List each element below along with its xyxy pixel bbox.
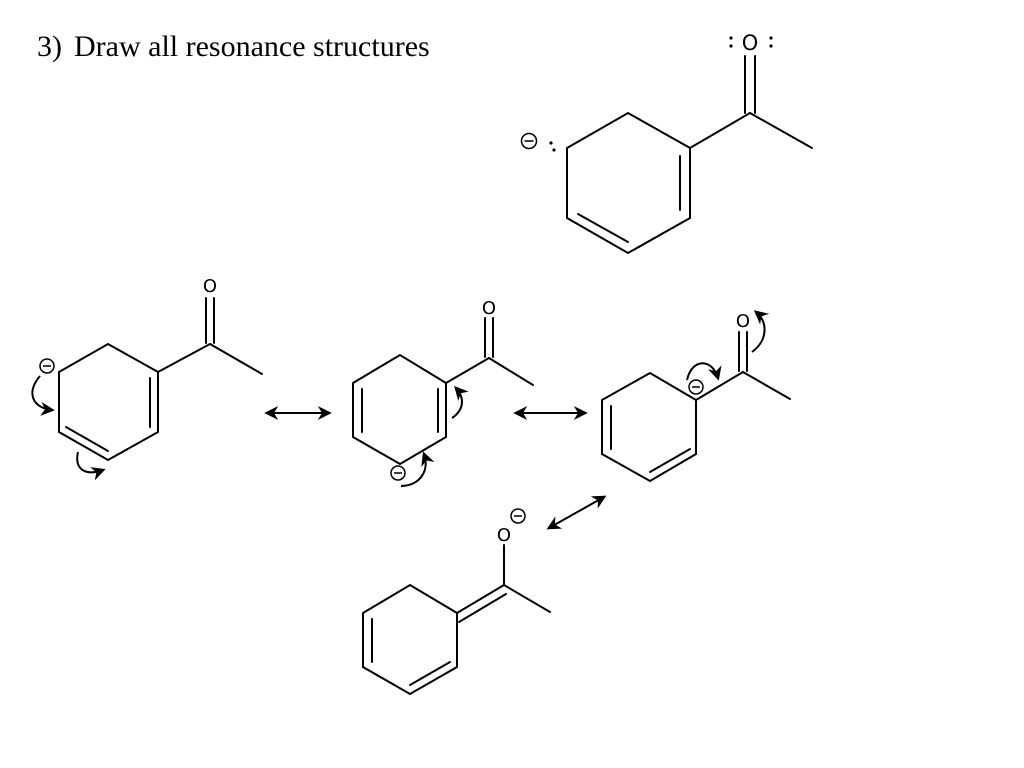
curved-arrow-icon: [400, 451, 435, 487]
structure-1-oxygen: O: [203, 276, 217, 297]
structure-2-oxygen: O: [482, 298, 496, 319]
resonance-structure-4: O: [362, 508, 551, 696]
structure-4-exocyclic-bond: [456, 584, 505, 614]
negative-charge-icon: [510, 508, 526, 524]
problem-title: 3) Draw all resonance structures: [37, 30, 430, 64]
structure-1-double-bond: [65, 426, 109, 452]
structure-3-ring: [601, 371, 697, 483]
resonance-structure-3: O: [601, 310, 791, 483]
lone-pair-dot: [549, 141, 553, 145]
lone-pair-dot: [552, 148, 556, 152]
curved-arrow-icon: [31, 375, 55, 416]
structure-3-oxygen: O: [736, 311, 750, 332]
structure-4-methyl-bond: [503, 584, 551, 613]
negative-charge-icon: [390, 465, 406, 481]
structure-2-ring: [352, 353, 447, 466]
structure-1-methyl-bond: [209, 343, 263, 375]
lone-pair-dot: [769, 36, 773, 40]
structure-4-ring: [362, 583, 458, 696]
curved-arrow-icon: [451, 385, 469, 419]
curved-arrow-icon: [686, 362, 722, 381]
given-oxygen: O: [742, 31, 759, 55]
lone-pair-dot: [729, 44, 733, 48]
structure-4-exocyclic-bond: [458, 593, 507, 623]
problem-number: 3): [37, 30, 62, 63]
structure-2-methyl-bond: [488, 357, 534, 386]
structure-2-acetyl-bond: [445, 357, 490, 384]
curved-arrow-icon: [76, 451, 106, 481]
lone-pair-dot: [769, 44, 773, 48]
problem-text: Draw all resonance structures: [74, 30, 430, 63]
given-methyl-bond: [749, 112, 813, 149]
given-acetyl-bond: [689, 112, 751, 149]
resonance-structure-2: O: [352, 298, 534, 487]
structure-3-double-bond: [649, 448, 691, 473]
structure-1-acetyl-bond: [157, 343, 211, 373]
resonance-arrow-icon: [546, 495, 607, 530]
structure-3-acetyl-bond: [695, 371, 744, 401]
structure-4-oxygen: O: [497, 525, 511, 546]
negative-charge-icon: [39, 358, 55, 374]
given-ring: [566, 111, 691, 255]
negative-charge-icon: [520, 132, 538, 150]
negative-charge-icon: [688, 379, 704, 395]
resonance-structure-1: O: [31, 276, 263, 481]
structure-3-methyl-bond: [742, 371, 791, 400]
given-structure: O: [520, 31, 813, 255]
structure-1-ring: [58, 342, 159, 462]
given-ring-double-bond: [577, 213, 629, 243]
structure-4-double-bond: [409, 661, 451, 686]
curved-arrow-icon: [751, 310, 770, 353]
lone-pair-dot: [729, 36, 733, 40]
